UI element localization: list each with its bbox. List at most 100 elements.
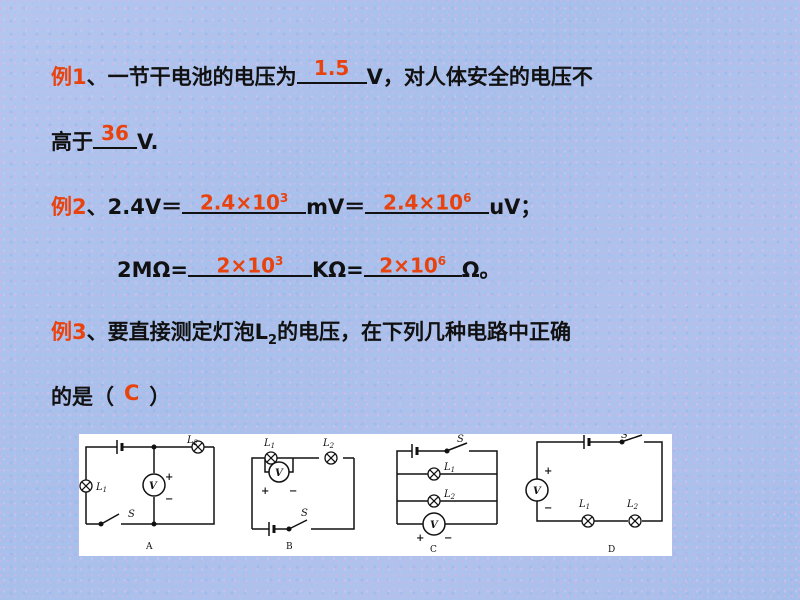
- circuit-a-caption: A: [145, 542, 153, 552]
- q2-answer1: 2.4×103: [182, 184, 306, 217]
- circuit-a-l2-label: L2: [186, 435, 199, 447]
- circuit-d-lamp-l2: [628, 514, 642, 528]
- circuit-c-meter-label: V: [430, 520, 439, 531]
- q2-line1-end: uV；: [489, 195, 542, 219]
- circuit-c-lamp-l2: [427, 494, 441, 508]
- circuit-a-plus: +: [165, 472, 173, 483]
- circuit-b-plus: +: [261, 486, 269, 497]
- circuit-d-caption: D: [608, 545, 615, 555]
- circuit-c-caption: C: [430, 545, 437, 555]
- circuit-c-minus: −: [444, 533, 452, 544]
- circuit-b-meter-lead-right: [289, 458, 294, 473]
- circuit-b-l2-label: L2: [322, 438, 335, 450]
- circuit-d-wire-left-bottom: [536, 501, 582, 522]
- circuit-b-wire-right: [311, 458, 355, 530]
- q3-line2: 的是（C）: [51, 381, 171, 411]
- q2-answer4-base: 2×10: [379, 253, 438, 278]
- q3-text4: ）: [149, 385, 171, 409]
- circuit-a-node-bottom: [151, 521, 157, 527]
- circuit-c: [396, 442, 498, 525]
- circuit-a-switch-pivot: [98, 521, 104, 527]
- q1-line1: 例1、一节干电池的电压为 1.5 V，对人体安全的电压不: [51, 56, 593, 91]
- q2-answer3-exp: 3: [275, 254, 284, 268]
- circuit-c-wire-right: [469, 450, 498, 524]
- circuit-d-wire-left-top: [536, 441, 584, 479]
- circuit-b-meter-label: V: [275, 468, 284, 479]
- q2-answer4-exp: 6: [437, 254, 447, 268]
- q2-answer2-exp: 6: [463, 191, 472, 205]
- q2-label: 例2: [51, 195, 87, 219]
- q3-label: 例3: [51, 320, 87, 344]
- circuit-figure: L1 L2 V + − S A L1 L2 V + − S B S L1 L2 …: [79, 434, 672, 556]
- q1-text3: 高于: [51, 130, 93, 154]
- q2-blank1: 2.4×103: [182, 190, 307, 215]
- circuit-d-lamp-l1: [581, 514, 595, 528]
- circuit-a-voltmeter: [142, 473, 166, 497]
- q2-answer1-base: 2.4×10: [199, 190, 280, 215]
- q1-text1: 、一节干电池的电压为: [86, 65, 297, 89]
- q2-line2-end: Ω。: [461, 258, 501, 282]
- circuit-d: [536, 434, 663, 522]
- circuit-a-wire-left-top: [85, 446, 117, 482]
- circuit-a: [85, 440, 215, 525]
- q1-blank1: 1.5: [296, 56, 367, 84]
- q2-answer4: 2×106: [364, 247, 462, 280]
- circuit-a-meter-label: V: [149, 481, 158, 492]
- q2-line1-start: 2.4V＝: [107, 195, 183, 219]
- circuit-d-meter-label: V: [533, 486, 542, 497]
- q2-blank3: 2×103: [187, 253, 312, 278]
- q1-blank2: 36: [93, 121, 137, 149]
- circuit-c-l1-label: L1: [443, 462, 455, 474]
- circuit-b-voltmeter: [268, 461, 290, 483]
- q2-line1-mid: mV＝: [306, 195, 366, 219]
- circuit-d-voltmeter: [525, 478, 549, 502]
- q1-text2: V，对人体安全的电压不: [366, 65, 593, 89]
- q2-answer1-exp: 3: [279, 191, 289, 205]
- circuit-a-switch-label: S: [128, 509, 135, 520]
- circuit-a-switch: [102, 513, 120, 524]
- circuit-c-switch-label: S: [457, 434, 464, 445]
- q1-answer1: 1.5: [313, 56, 350, 80]
- q2-answer2: 2.4×106: [365, 184, 489, 217]
- circuit-b-meter-lead-left: [264, 458, 269, 473]
- q2-line2-mid: KΩ=: [311, 258, 364, 282]
- q1-label: 例1: [51, 65, 87, 89]
- circuit-a-minus: −: [165, 494, 173, 505]
- circuit-b-switch: [290, 519, 308, 529]
- circuit-b: [251, 457, 355, 536]
- circuit-c-plus: +: [416, 533, 424, 544]
- q1-text4: V.: [137, 130, 159, 154]
- circuit-d-switch: [623, 434, 643, 442]
- q2-answer2-base: 2.4×10: [383, 190, 464, 215]
- q2-sep: 、: [86, 195, 108, 219]
- circuit-b-switch-pivot: [286, 526, 292, 532]
- circuit-d-plus: +: [544, 466, 552, 477]
- circuit-b-l1-label: L1: [263, 438, 275, 450]
- q3-text3: 的是（: [51, 385, 114, 409]
- circuit-a-lamp-l1: [79, 479, 93, 493]
- q3-line1: 例3、要直接测定灯泡L2的电压，在下列几种电路中正确: [51, 318, 571, 355]
- q1-line2: 高于 36 V.: [51, 121, 159, 156]
- circuit-c-l2-label: L2: [443, 489, 456, 501]
- circuit-b-switch-label: S: [301, 508, 308, 519]
- circuit-a-wire-right: [154, 447, 215, 525]
- circuit-a-l1-label: L1: [95, 482, 107, 494]
- q2-blank2: 2.4×106: [365, 190, 490, 215]
- q2-blank4: 2×106: [363, 253, 462, 278]
- circuit-diagrams: L1 L2 V + − S A L1 L2 V + − S B S L1 L2 …: [79, 434, 663, 555]
- circuit-d-switch-pivot: [619, 439, 625, 445]
- circuit-b-wire-left: [251, 457, 265, 529]
- q2-answer3-base: 2×10: [216, 253, 276, 278]
- circuit-b-caption: B: [286, 542, 293, 552]
- q3-text1: 、要直接测定灯泡L: [86, 320, 269, 344]
- circuit-d-minus: −: [544, 503, 552, 514]
- circuit-d-wire-right: [642, 441, 663, 522]
- q1-answer2: 36: [101, 121, 129, 145]
- circuit-c-lamp-l1: [427, 467, 441, 481]
- circuit-c-wire-left: [396, 450, 412, 524]
- circuit-c-switch-pivot: [444, 448, 450, 454]
- q2-line2-start: 2MΩ=: [117, 258, 188, 282]
- circuit-c-voltmeter: [422, 512, 446, 536]
